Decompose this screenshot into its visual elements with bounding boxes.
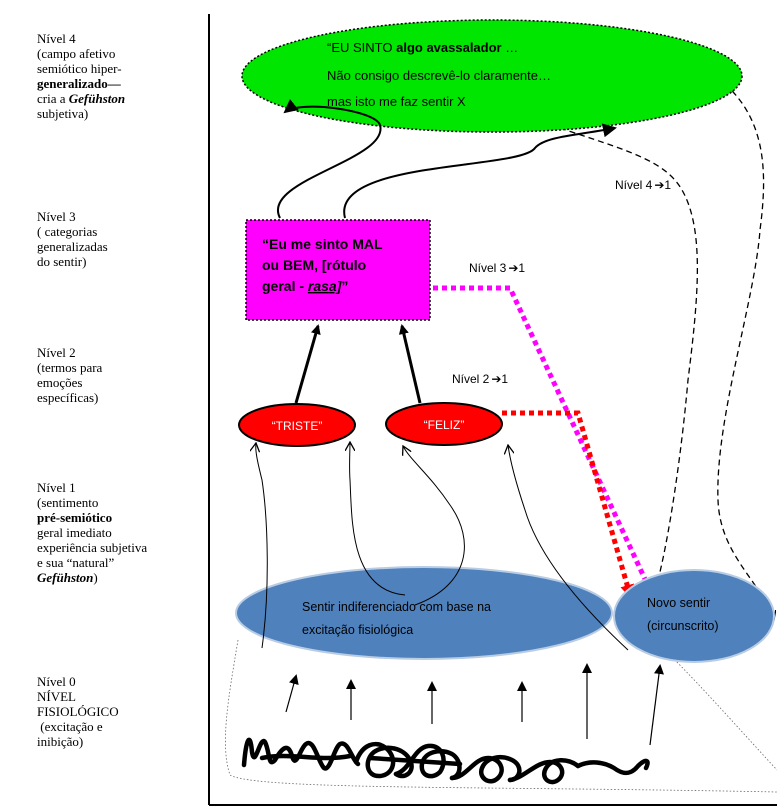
new-feeling-line-2: (circunscrito) bbox=[647, 619, 719, 633]
level-3-label: Nível 3 ( categorias generalizadas do se… bbox=[37, 209, 202, 269]
level3-to-1-dotted-path bbox=[433, 285, 653, 594]
level-4-desc-text: cria a bbox=[37, 91, 69, 106]
gefuhston-term: Gefühston bbox=[37, 570, 94, 585]
level3-to-level4-curve-right bbox=[343, 123, 617, 219]
new-feeling-line-1: Novo sentir bbox=[647, 596, 710, 610]
level-2-title: Nível 2 bbox=[37, 345, 76, 360]
level-1-desc-line: (sentimento bbox=[37, 495, 99, 510]
level-3-title: Nível 3 bbox=[37, 209, 76, 224]
new-feeling-from-feliz-curve bbox=[508, 445, 629, 651]
physiological-up-arrow bbox=[285, 674, 299, 713]
level-4-label: Nível 4 (campo afetivo semiótico hiper- … bbox=[37, 31, 202, 121]
undiff-to-triste-arrow bbox=[256, 443, 268, 649]
level-1-title: Nível 1 bbox=[37, 480, 76, 495]
level-3-desc-line: do sentir) bbox=[37, 254, 87, 269]
physiological-level-dotted-outline bbox=[666, 651, 777, 771]
level-3-desc-line: ( categorias bbox=[37, 224, 98, 239]
level4-to-1-outer-dashed-path bbox=[717, 83, 774, 620]
feliz-emotion-node bbox=[385, 402, 503, 446]
level-2-label: Nível 2 (termos para emoções específicas… bbox=[37, 345, 202, 405]
level-1-desc-line: Gefühston) bbox=[37, 570, 202, 585]
level-4-desc-line: (campo afetivo bbox=[37, 46, 116, 61]
physiological-level-dotted-outline bbox=[225, 639, 777, 793]
level-labels-column: Nível 4 (campo afetivo semiótico hiper- … bbox=[0, 0, 200, 809]
undifferentiated-feeling-line-1: Sentir indiferenciado com base na bbox=[302, 600, 491, 614]
level-2-desc-line: específicas) bbox=[37, 390, 99, 405]
level-1-label: Nível 1 (sentimento pré-semiótico geral … bbox=[37, 480, 202, 585]
new-feeling-ellipse bbox=[613, 569, 775, 663]
undiff-to-feliz-arrow bbox=[403, 446, 465, 606]
level-4-desc-line: generalizado— bbox=[37, 76, 121, 91]
level-4-title: Nível 4 bbox=[37, 31, 76, 46]
level-0-desc-line: inibição) bbox=[37, 734, 84, 749]
feliz-to-level3-arrow bbox=[398, 324, 422, 404]
level-4-desc-line: subjetiva) bbox=[37, 106, 89, 121]
level4-to-1-inner-dashed-path bbox=[559, 127, 698, 590]
physiological-scribble bbox=[241, 737, 650, 785]
level4-to-1-label: Nível 4➔1 bbox=[615, 178, 671, 192]
level-1-desc-line: pré-semiótico bbox=[37, 510, 113, 525]
triste-to-level3-arrow bbox=[294, 324, 321, 404]
level-4-ellipse-line-1: “EU SINTO algo avassalador … bbox=[327, 40, 518, 55]
triste-label: “TRISTE” bbox=[272, 419, 323, 433]
level-3-box-line-2: ou BEM, [rótulo bbox=[262, 257, 366, 273]
level-0-desc-line: (excitação e bbox=[37, 719, 103, 734]
level-1-desc-line: geral imediato bbox=[37, 525, 112, 540]
level-1-desc-line: experiência subjetiva bbox=[37, 540, 148, 555]
level-4-desc-line: semiótico hiper- bbox=[37, 61, 122, 76]
level-1-desc-line: e sua “natural” bbox=[37, 555, 115, 570]
level-3-desc-line: generalizadas bbox=[37, 239, 108, 254]
level-4-ellipse-line-2: Não consigo descrevê-lo claramente… bbox=[327, 68, 551, 83]
undifferentiated-feeling-ellipse bbox=[235, 566, 613, 660]
level-3-box bbox=[245, 219, 431, 321]
level2-to-1-dotted-path bbox=[502, 410, 634, 599]
level2-to-1-label: Nível 2➔1 bbox=[452, 372, 508, 386]
feliz-label: “FELIZ” bbox=[424, 418, 465, 432]
level-0-title: Nível 0 bbox=[37, 674, 76, 689]
level3-to-1-label: Nível 3➔1 bbox=[469, 261, 525, 275]
undiff-to-triste-arrow bbox=[350, 442, 406, 596]
level-4-ellipse-line-3: mas isto me faz sentir X bbox=[327, 94, 466, 109]
level-0-desc-line: FISIOLÓGICO bbox=[37, 704, 119, 719]
level-0-label: Nível 0 NÍVEL FISIOLÓGICO (excitação e i… bbox=[37, 674, 202, 749]
undifferentiated-feeling-line-2: excitação fisiológica bbox=[302, 623, 413, 637]
level-0-desc-line: NÍVEL bbox=[37, 689, 76, 704]
level-2-desc-line: (termos para bbox=[37, 360, 103, 375]
triste-emotion-node bbox=[238, 403, 356, 447]
gefuhston-term: Gefühston bbox=[68, 91, 126, 106]
level-1-desc-text: ) bbox=[93, 570, 98, 585]
level-3-box-line-3: geral - rasa]” bbox=[262, 278, 348, 294]
level-2-desc-line: emoções bbox=[37, 375, 83, 390]
level3-to-level4-curve-left bbox=[276, 99, 382, 219]
level-4-desc-line: cria a Gefühston bbox=[37, 91, 202, 106]
level-3-box-line-1: “Eu me sinto MAL bbox=[262, 236, 383, 252]
physiological-up-arrow bbox=[649, 664, 664, 746]
level-4-ellipse bbox=[241, 19, 743, 133]
